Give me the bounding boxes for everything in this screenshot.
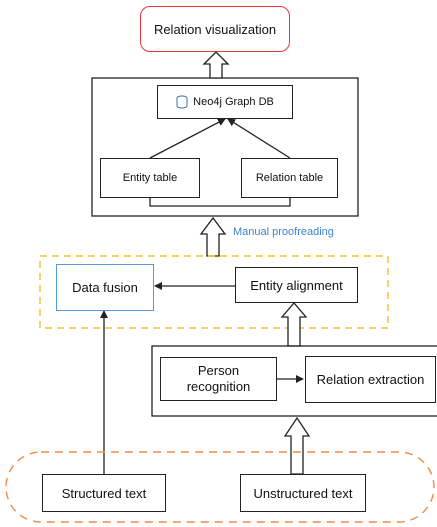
arrow-entity-table-to-neo4j <box>149 118 226 159</box>
hollow-arrow-to-alignment <box>280 302 308 347</box>
neo4j-graph-db-label: Neo4j Graph DB <box>193 95 274 108</box>
unstructured-text-label: Unstructured text <box>253 485 353 501</box>
relation-visualization-node: Relation visualization <box>140 6 290 52</box>
entity-alignment-node: Entity alignment <box>235 267 358 303</box>
extraction-container <box>151 345 437 417</box>
arrow-relation-table-to-neo4j <box>227 118 291 159</box>
manual-proofreading-note: Manual proofreading <box>233 226 334 238</box>
neo4j-graph-db-node: Neo4j Graph DB <box>157 85 293 119</box>
graph-storage-container <box>91 77 359 217</box>
data-fusion-label: Data fusion <box>72 280 138 295</box>
hollow-arrow-manual-proofreading <box>199 216 227 257</box>
database-icon <box>176 95 188 109</box>
structured-text-node: Structured text <box>42 474 166 512</box>
entity-table-label: Entity table <box>122 171 178 184</box>
hollow-arrow-from-unstructured <box>283 416 311 475</box>
hollow-arrow-to-visualization <box>202 51 230 79</box>
entity-alignment-label: Entity alignment <box>250 277 343 293</box>
data-fusion-node: Data fusion <box>56 264 154 311</box>
input-group-outline <box>5 451 435 523</box>
entity-table-node: Entity table <box>100 158 200 198</box>
relation-table-node: Relation table <box>241 158 338 198</box>
relation-visualization-label: Relation visualization <box>153 21 277 37</box>
relation-extraction-node: Relation extraction <box>305 356 436 403</box>
person-recognition-node: Person recognition <box>160 357 277 401</box>
person-recognition-label: Person recognition <box>186 363 251 394</box>
tables-link-line <box>149 198 291 207</box>
fusion-group-outline <box>39 255 389 329</box>
relation-table-label: Relation table <box>255 171 324 184</box>
relation-extraction-label: Relation extraction <box>316 372 425 387</box>
unstructured-text-node: Unstructured text <box>240 474 366 512</box>
structured-text-label: Structured text <box>61 485 147 501</box>
